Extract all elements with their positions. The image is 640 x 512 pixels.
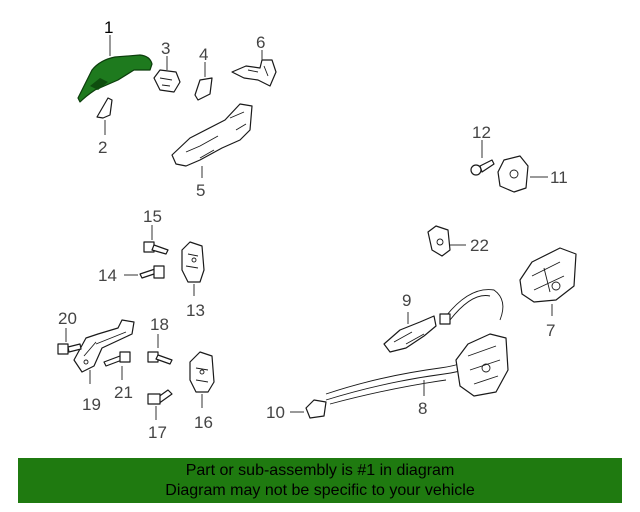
part-10-cover[interactable] (305, 399, 327, 419)
part-15-bolt[interactable] (143, 241, 169, 255)
part-9-rod-bracket[interactable] (383, 315, 437, 353)
part-22-clip[interactable] (427, 225, 451, 257)
callout-8[interactable]: 8 (418, 399, 427, 418)
part-21-bolt[interactable] (103, 351, 131, 367)
callout-11[interactable]: 11 (550, 168, 568, 187)
part-1-outside-handle[interactable] (77, 54, 153, 103)
part-12-screw[interactable] (470, 159, 495, 176)
part-11-striker[interactable] (497, 155, 529, 193)
callout-15[interactable]: 15 (143, 207, 162, 226)
part-2-gasket[interactable] (96, 97, 113, 119)
part-13-upper-hinge[interactable] (181, 241, 205, 283)
callout-6[interactable]: 6 (256, 33, 265, 52)
callout-16[interactable]: 16 (194, 413, 213, 432)
callout-5[interactable]: 5 (196, 181, 205, 200)
callout-17[interactable]: 17 (148, 423, 167, 442)
part-7-latch-assembly[interactable] (519, 247, 577, 303)
callout-10[interactable]: 10 (266, 403, 285, 422)
callout-2[interactable]: 2 (98, 138, 107, 157)
banner-line-2: Diagram may not be specific to your vehi… (165, 482, 475, 499)
part-14-bolt[interactable] (139, 265, 165, 279)
callout-9[interactable]: 9 (402, 291, 411, 310)
callout-18[interactable]: 18 (150, 315, 169, 334)
part-4-pad[interactable] (194, 77, 213, 101)
part-6-trim-bracket[interactable] (231, 59, 277, 87)
callout-22[interactable]: 22 (470, 236, 489, 255)
part-18-bolt[interactable] (147, 351, 173, 365)
part-8-cables-and-lock[interactable] (325, 289, 509, 405)
exploded-parts-diagram: 1 2 3 4 5 6 12 11 (57, 18, 577, 442)
banner-line-1: Part or sub-assembly is #1 in diagram (185, 462, 455, 479)
part-17-bolt[interactable] (147, 389, 173, 405)
part-16-lower-hinge[interactable] (189, 351, 215, 393)
callout-12[interactable]: 12 (472, 123, 491, 142)
part-5-handle-frame[interactable] (171, 103, 253, 167)
callout-4[interactable]: 4 (199, 45, 208, 64)
part-19-door-check[interactable] (73, 319, 135, 373)
callout-3[interactable]: 3 (161, 39, 170, 58)
info-banner: Part or sub-assembly is #1 in diagram Di… (18, 458, 622, 503)
part-3-cap[interactable] (153, 69, 181, 93)
callout-7[interactable]: 7 (546, 321, 555, 340)
callout-13[interactable]: 13 (186, 301, 205, 320)
callout-1[interactable]: 1 (104, 18, 113, 37)
part-20-bolt[interactable] (57, 343, 82, 355)
callout-14[interactable]: 14 (98, 266, 117, 285)
callout-20[interactable]: 20 (58, 309, 77, 328)
callout-19[interactable]: 19 (82, 395, 101, 414)
callout-21[interactable]: 21 (114, 383, 133, 402)
